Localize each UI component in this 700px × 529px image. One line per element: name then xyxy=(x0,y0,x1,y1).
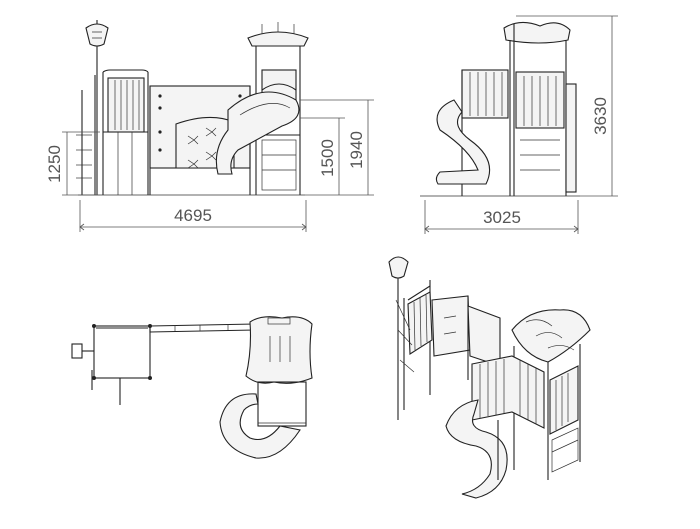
side-slide xyxy=(435,99,491,185)
dimension-width: 4695 xyxy=(79,200,307,232)
dimension-left-height: 1250 xyxy=(45,131,100,196)
sign-pole-left xyxy=(85,20,109,195)
front-view: 4695 1250 1500 1940 xyxy=(45,20,374,232)
dimension-mid-height: 1500 xyxy=(300,117,345,196)
side-view: 3025 3630 xyxy=(420,15,618,234)
isometric-view xyxy=(388,256,591,499)
right-height-label: 1940 xyxy=(347,131,366,169)
dimension-right-height: 1940 xyxy=(300,99,374,196)
slide-top-view xyxy=(219,393,301,459)
climbing-rungs xyxy=(76,134,92,179)
roof-canopy xyxy=(503,21,571,44)
top-view xyxy=(71,316,313,459)
dimension-total-height: 3630 xyxy=(516,15,618,197)
total-height-label: 3630 xyxy=(591,97,610,135)
spiral-slide xyxy=(215,91,300,175)
dimension-depth: 3025 xyxy=(424,200,579,234)
slide-iso xyxy=(445,399,508,499)
left-tower xyxy=(102,69,149,195)
width-label: 4695 xyxy=(174,206,212,225)
roof-iso xyxy=(511,309,591,363)
mid-height-label: 1500 xyxy=(318,139,337,177)
left-height-label: 1250 xyxy=(45,145,64,183)
depth-label: 3025 xyxy=(483,208,521,227)
roof-top-view xyxy=(245,316,313,384)
